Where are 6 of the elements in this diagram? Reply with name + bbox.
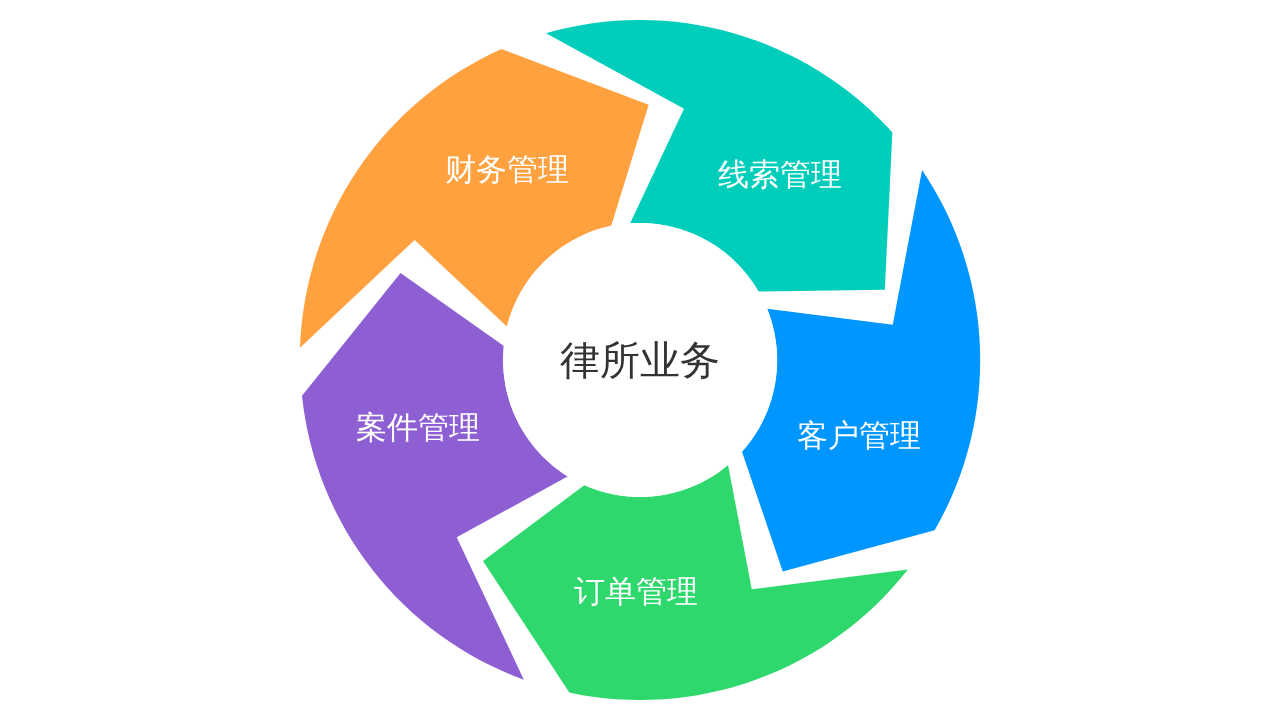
segment-label: 订单管理 xyxy=(573,571,698,611)
segment-label: 财务管理 xyxy=(444,149,569,189)
segment-label: 客户管理 xyxy=(797,415,922,455)
segment-label: 案件管理 xyxy=(356,407,481,447)
segment-label: 线索管理 xyxy=(717,154,842,194)
center-label: 律所业务 xyxy=(560,335,720,385)
